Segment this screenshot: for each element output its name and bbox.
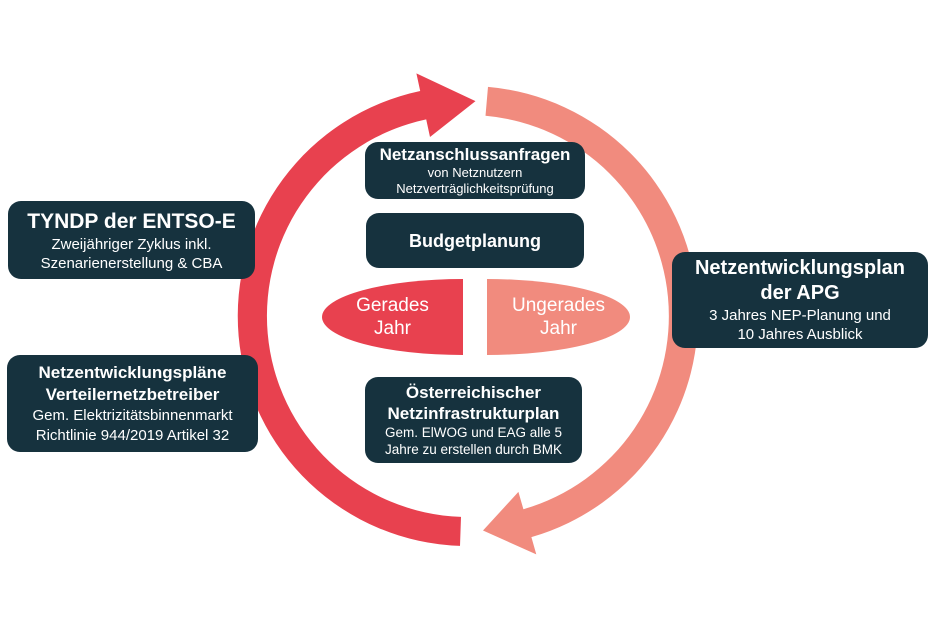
box-title: TYNDP der ENTSO-E	[27, 209, 236, 233]
box-subtitle-line: Netzverträglichkeitsprüfung	[396, 181, 554, 196]
odd-year-label-line: Ungerades	[512, 295, 605, 316]
box-netzentwicklungsplan-apg: Netzentwicklungsplan der APG 3 Jahres NE…	[672, 252, 928, 348]
box-subtitle-line: Gem. ElWOG und EAG alle 5	[384, 425, 563, 440]
even-year-label-line: Jahr	[374, 318, 411, 339]
odd-year-label: Ungerades Jahr	[487, 279, 630, 355]
box-subtitle-line: 3 Jahres NEP-Planung und	[709, 307, 891, 324]
box-verteilernetzbetreiber: Netzentwicklungspläne Verteilernetzbetre…	[7, 355, 258, 452]
box-title: der APG	[760, 282, 840, 304]
box-netzanschlussanfragen: Netzanschlussanfragen von Netznutzern Ne…	[365, 142, 585, 199]
box-title: Netzentwicklungspläne	[38, 362, 227, 382]
box-title: Netzanschlussanfragen	[379, 145, 571, 164]
box-subtitle-line: Szenarienerstellung & CBA	[40, 254, 223, 272]
box-subtitle-line: 10 Jahres Ausblick	[737, 326, 863, 343]
box-subtitle-line: von Netznutzern	[427, 165, 523, 180]
box-title: Österreichischer	[405, 383, 542, 402]
box-title: Verteilernetzbetreiber	[45, 384, 220, 404]
box-subtitle-line: Richtlinie 944/2019 Artikel 32	[35, 426, 230, 444]
odd-year-arrow-icon	[483, 86, 698, 555]
box-title: Netzentwicklungsplan	[694, 257, 906, 279]
even-year-arrow-icon	[237, 73, 476, 546]
box-title: Budgetplanung	[409, 230, 541, 251]
box-budgetplanung: Budgetplanung	[366, 213, 584, 268]
box-tyndp-entso-e: TYNDP der ENTSO-E Zweijähriger Zyklus in…	[8, 201, 255, 279]
box-subtitle-line: Gem. Elektrizitätsbinnenmarkt	[32, 406, 233, 424]
odd-year-label-line: Jahr	[540, 318, 577, 339]
even-year-label: Gerades Jahr	[322, 279, 463, 355]
box-title: Netzinfrastrukturplan	[387, 404, 560, 423]
box-subtitle-line: Zweijähriger Zyklus inkl.	[51, 235, 212, 253]
even-year-label-line: Gerades	[356, 295, 429, 316]
odd-year-ellipse: Ungerades Jahr	[487, 279, 630, 355]
box-subtitle-line: Jahre zu erstellen durch BMK	[384, 442, 563, 457]
even-year-ellipse: Gerades Jahr	[322, 279, 463, 355]
box-netzinfrastrukturplan: Österreichischer Netzinfrastrukturplan G…	[365, 377, 582, 463]
